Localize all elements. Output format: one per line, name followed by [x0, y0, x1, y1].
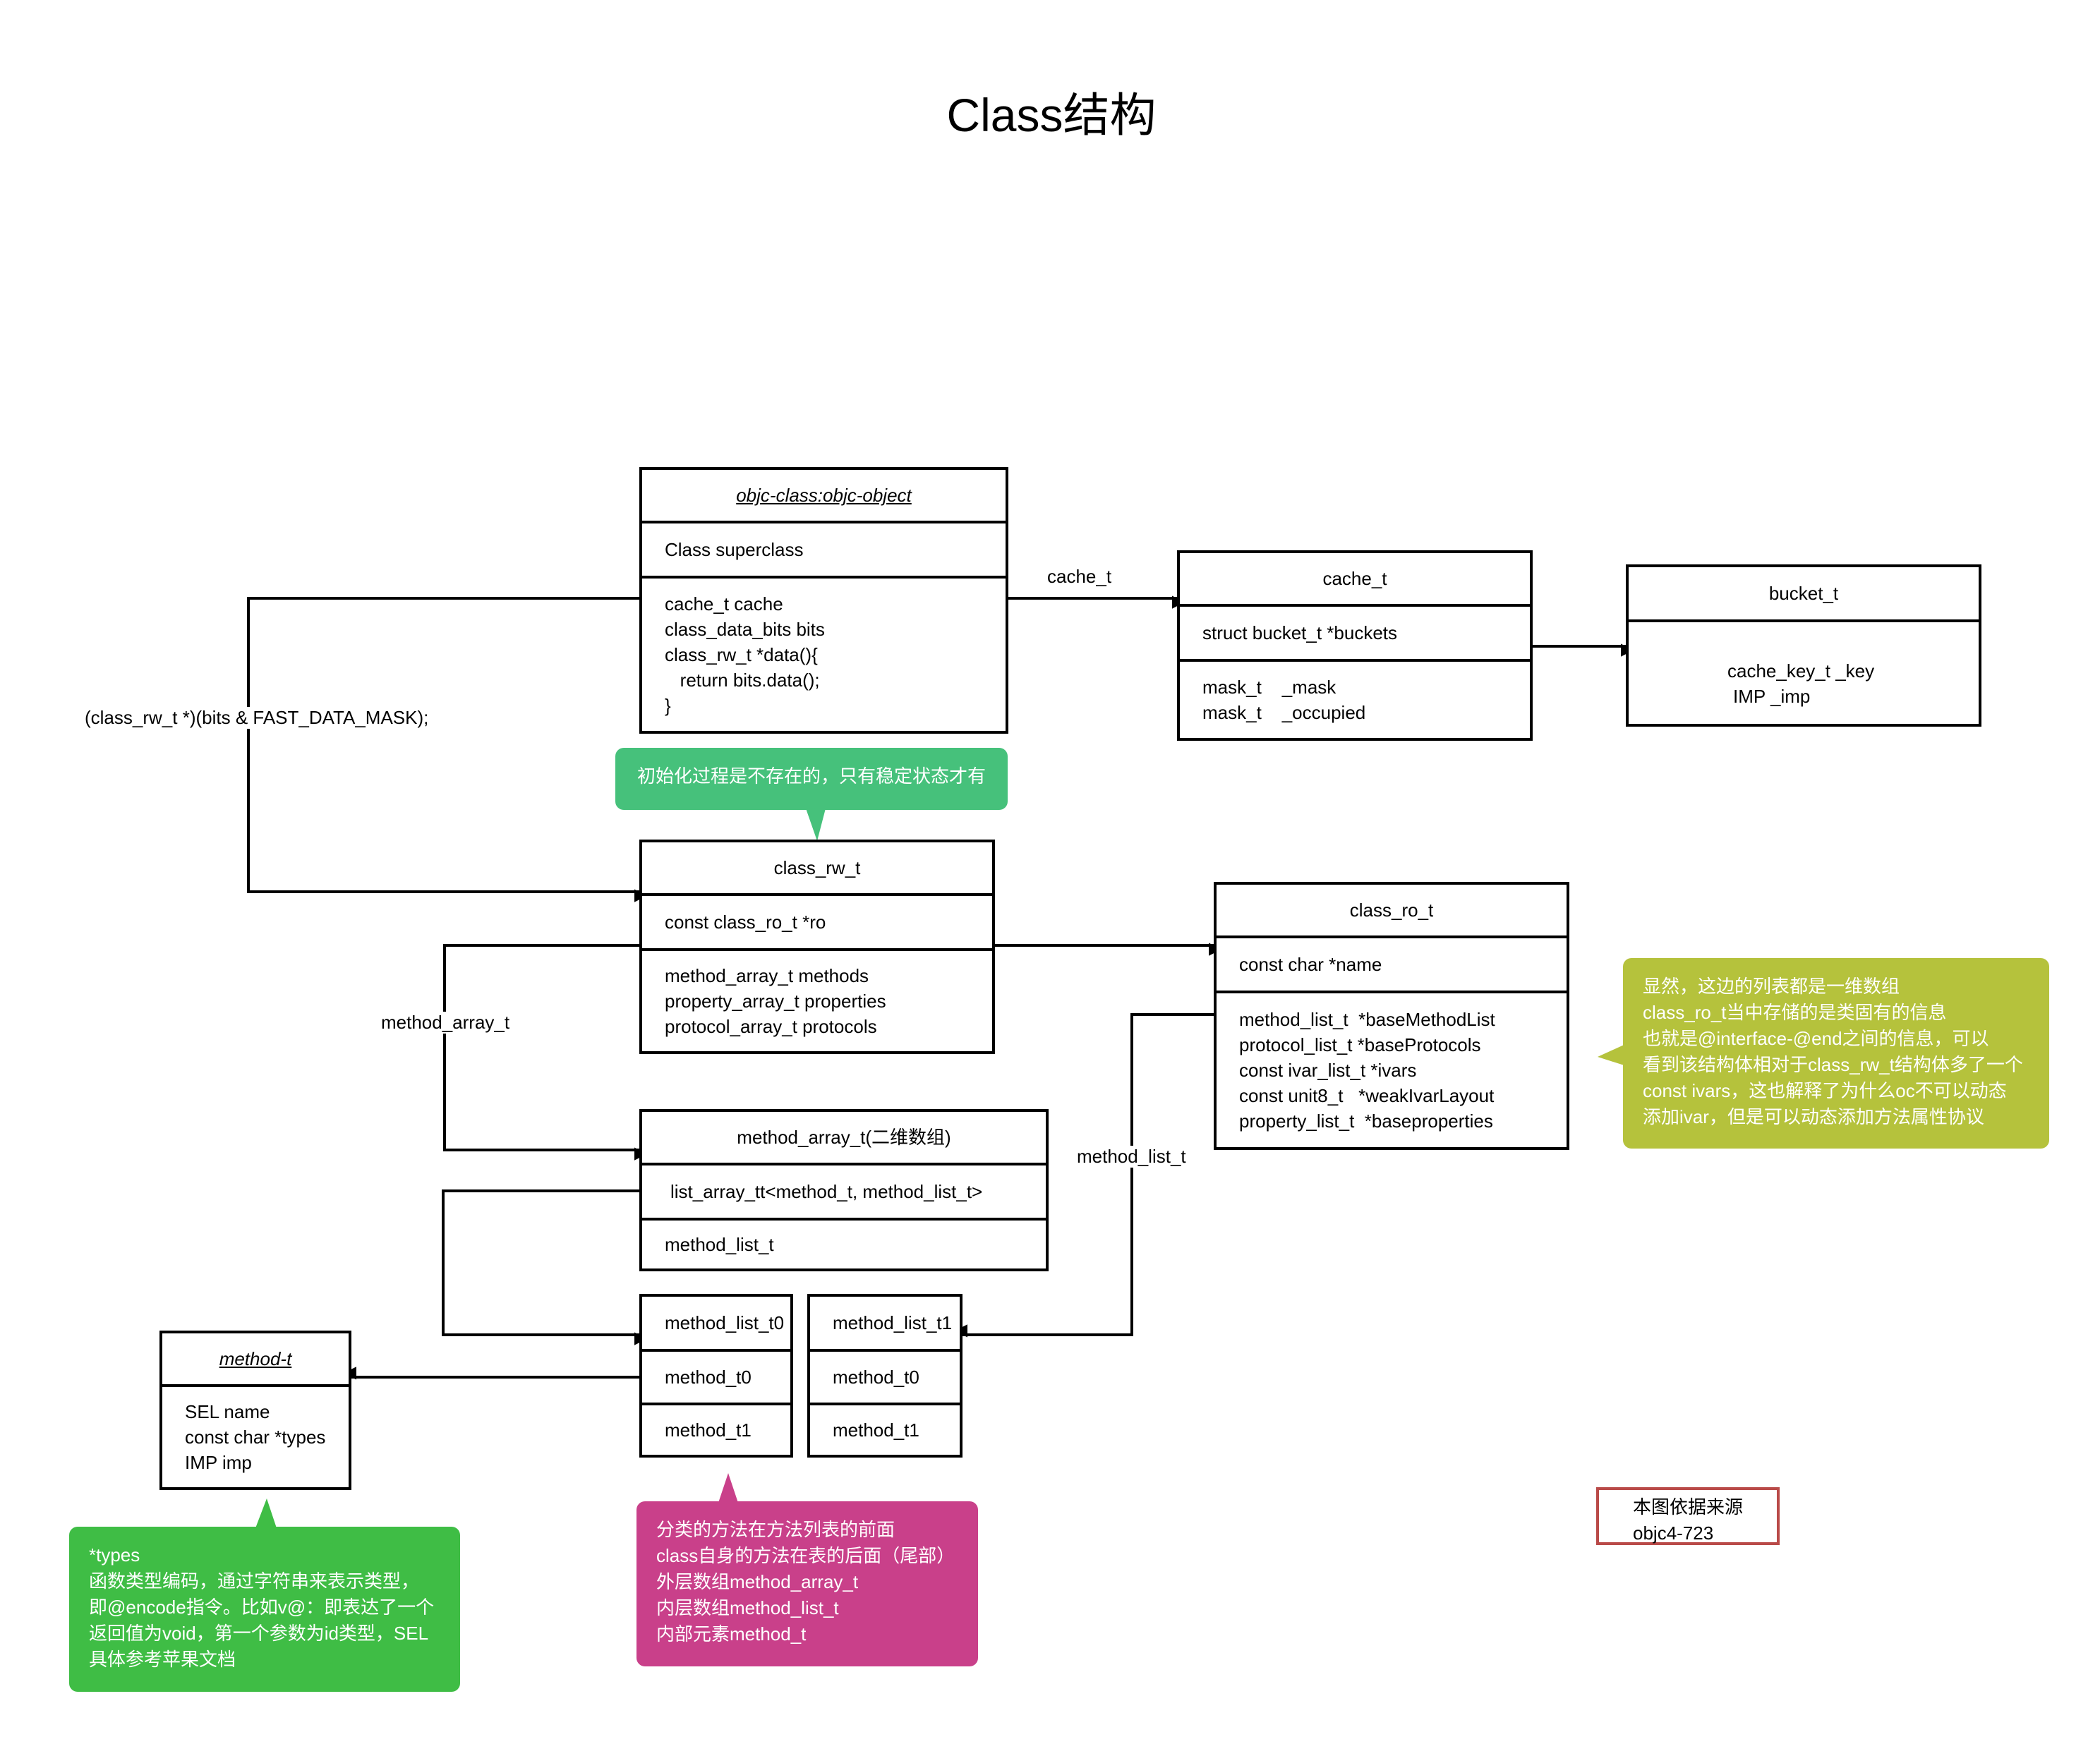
objc-class-members: cache_t cache class_data_bits bits class… [665, 593, 825, 716]
bucket-t-members: cache_key_t _key IMP _imp [1727, 660, 1875, 707]
bucket-t-header: bucket_t [1629, 567, 1979, 622]
method-list-t1-box: method_list_t1 method_t0 method_t1 [807, 1294, 962, 1458]
edge-label-data-mask: (class_rw_t *)(bits & FAST_DATA_MASK); [82, 707, 432, 729]
edge-label-method-list-t: method_list_t [1074, 1146, 1189, 1168]
types-note-tail [255, 1498, 277, 1528]
ro-note-callout: 显然，这边的列表都是一维数组 class_ro_t当中存储的是类固有的信息 也就… [1623, 958, 2049, 1149]
edge-rw-to-method-array [443, 944, 648, 1161]
class-rw-t-header: class_rw_t [642, 842, 992, 896]
class-rw-t-members: method_array_t methods property_array_t … [665, 965, 886, 1037]
method-list-t0-box: method_list_t0 method_t0 method_t1 [639, 1294, 793, 1458]
method-t-box: method-t SEL name const char *types IMP … [159, 1331, 351, 1490]
edge-array-to-list0 [442, 1189, 648, 1345]
objc-class-box: objc-class:objc-object Class superclass … [639, 467, 1008, 734]
class-ro-t-members: method_list_t *baseMethodList protocol_l… [1239, 1009, 1495, 1132]
cache-t-box: cache_t struct bucket_t *buckets mask_t … [1177, 550, 1533, 741]
method-array-t-header: method_array_t(二维数组) [642, 1112, 1046, 1165]
method-list-t1-method-t0: method_t0 [810, 1352, 960, 1405]
method-list-t1-method-t1: method_t1 [833, 1419, 919, 1441]
method-array-t-list-array: list_array_tt<method_t, method_list_t> [642, 1165, 1046, 1221]
edge-ro-to-list1 [954, 1013, 1214, 1338]
category-note-callout: 分类的方法在方法列表的前面 class自身的方法在表的后面（尾部） 外层数组me… [636, 1501, 978, 1666]
bucket-t-box: bucket_t cache_key_t _key IMP _imp [1626, 564, 1981, 727]
init-note-tail [806, 809, 826, 841]
class-ro-t-header: class_ro_t [1217, 885, 1567, 938]
method-list-t0-header: method_list_t0 [642, 1297, 790, 1352]
method-array-t-method-list: method_list_t [665, 1234, 774, 1255]
method-list-t0-method-t1: method_t1 [665, 1419, 752, 1441]
types-note-callout: *types 函数类型编码，通过字符串来表示类型， 即@encode指令。比如v… [69, 1527, 460, 1692]
class-ro-t-name: const char *name [1217, 938, 1567, 993]
edge-label-method-array-t: method_array_t [378, 1012, 513, 1034]
class-rw-t-ro: const class_ro_t *ro [642, 896, 992, 951]
cache-t-header: cache_t [1180, 553, 1530, 607]
edge-label-cache-t: cache_t [1044, 566, 1115, 588]
class-ro-t-box: class_ro_t const char *name method_list_… [1214, 882, 1569, 1150]
objc-class-superclass: Class superclass [642, 523, 1006, 579]
method-list-t0-method-t0: method_t0 [642, 1352, 790, 1405]
source-note-box: 本图依据来源 objc4-723 [1596, 1487, 1780, 1545]
method-t-members: SEL name const char *types IMP imp [185, 1401, 326, 1473]
method-list-t1-header: method_list_t1 [810, 1297, 960, 1352]
objc-class-header: objc-class:objc-object [642, 470, 1006, 523]
cache-t-buckets: struct bucket_t *buckets [1180, 607, 1530, 662]
cache-t-masks: mask_t _mask mask_t _occupied [1202, 677, 1366, 723]
init-note-callout: 初始化过程是不存在的，只有稳定状态才有 [615, 748, 1008, 810]
class-rw-t-box: class_rw_t const class_ro_t *ro method_a… [639, 840, 995, 1054]
edge-class-to-rw [247, 597, 648, 902]
page-title: Class结构 [946, 89, 1157, 141]
method-t-header: method-t [162, 1333, 349, 1387]
ro-note-tail [1598, 1043, 1629, 1067]
method-array-t-box: method_array_t(二维数组) list_array_tt<metho… [639, 1109, 1049, 1271]
category-note-tail [718, 1473, 738, 1503]
